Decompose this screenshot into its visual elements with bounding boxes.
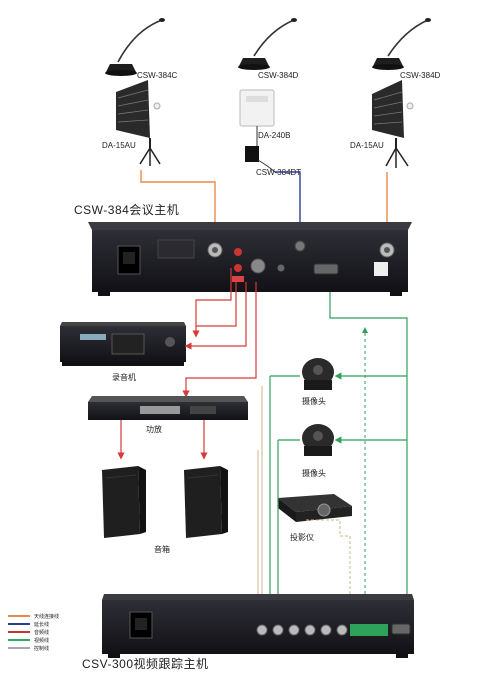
speaker-cables <box>117 420 208 460</box>
projector-device <box>278 494 352 522</box>
adapter-device <box>245 146 276 173</box>
legend-text: 天线连接线 <box>34 613 59 620</box>
legend-item: 天线连接线 <box>8 613 59 620</box>
speaker-right <box>184 466 228 538</box>
recorder-label: 录音机 <box>112 372 136 382</box>
mic-left <box>105 18 165 76</box>
da240b-label: DA-240B <box>258 131 290 140</box>
legend-item: 控制线 <box>8 645 49 652</box>
mic-right <box>372 18 431 70</box>
speaker-label: 音箱 <box>154 544 170 554</box>
mic-right-label: CSW-384D <box>400 71 441 80</box>
legend-item: 视频线 <box>8 637 49 644</box>
tracking-host-label: CSV-300视频跟踪主机 <box>82 656 209 671</box>
amplifier-label: 功放 <box>146 424 162 434</box>
legend-text: 延长线 <box>34 621 49 628</box>
mic-center-label: CSW-384D <box>258 71 299 80</box>
mic-left-label: CSW-384C <box>137 71 178 80</box>
control-cables <box>257 386 351 618</box>
audio-cables <box>182 268 257 398</box>
camera-1-label: 摄像头 <box>302 396 326 406</box>
antenna-cable-left <box>140 170 216 236</box>
camera-2-label: 摄像头 <box>302 468 326 478</box>
da240b-device <box>239 89 275 146</box>
legend-text: 音频线 <box>34 629 49 636</box>
amplifier-device <box>88 396 248 420</box>
camera-2-device <box>302 424 334 456</box>
antenna-left-label: DA-15AU <box>102 141 136 150</box>
antenna-left <box>116 80 161 166</box>
projector-label: 投影仪 <box>290 532 314 542</box>
legend: 天线连接线 延长线 音频线 视频线 控制线 <box>8 613 59 652</box>
camera-1-device <box>302 358 334 390</box>
legend-item: 音频线 <box>8 629 49 636</box>
extension-cable <box>275 171 301 236</box>
host-device <box>88 222 412 296</box>
mic-center <box>238 18 297 70</box>
legend-text: 视频线 <box>34 637 49 644</box>
antenna-right <box>372 80 414 168</box>
recorder-device <box>60 322 186 366</box>
legend-item: 延长线 <box>8 621 49 628</box>
host-label: CSW-384会议主机 <box>74 203 179 217</box>
antenna-right-label: DA-15AU <box>350 141 384 150</box>
tracking-host-device <box>102 594 414 658</box>
legend-text: 控制线 <box>34 645 49 652</box>
video-cables <box>269 292 408 618</box>
speaker-left <box>102 466 146 538</box>
